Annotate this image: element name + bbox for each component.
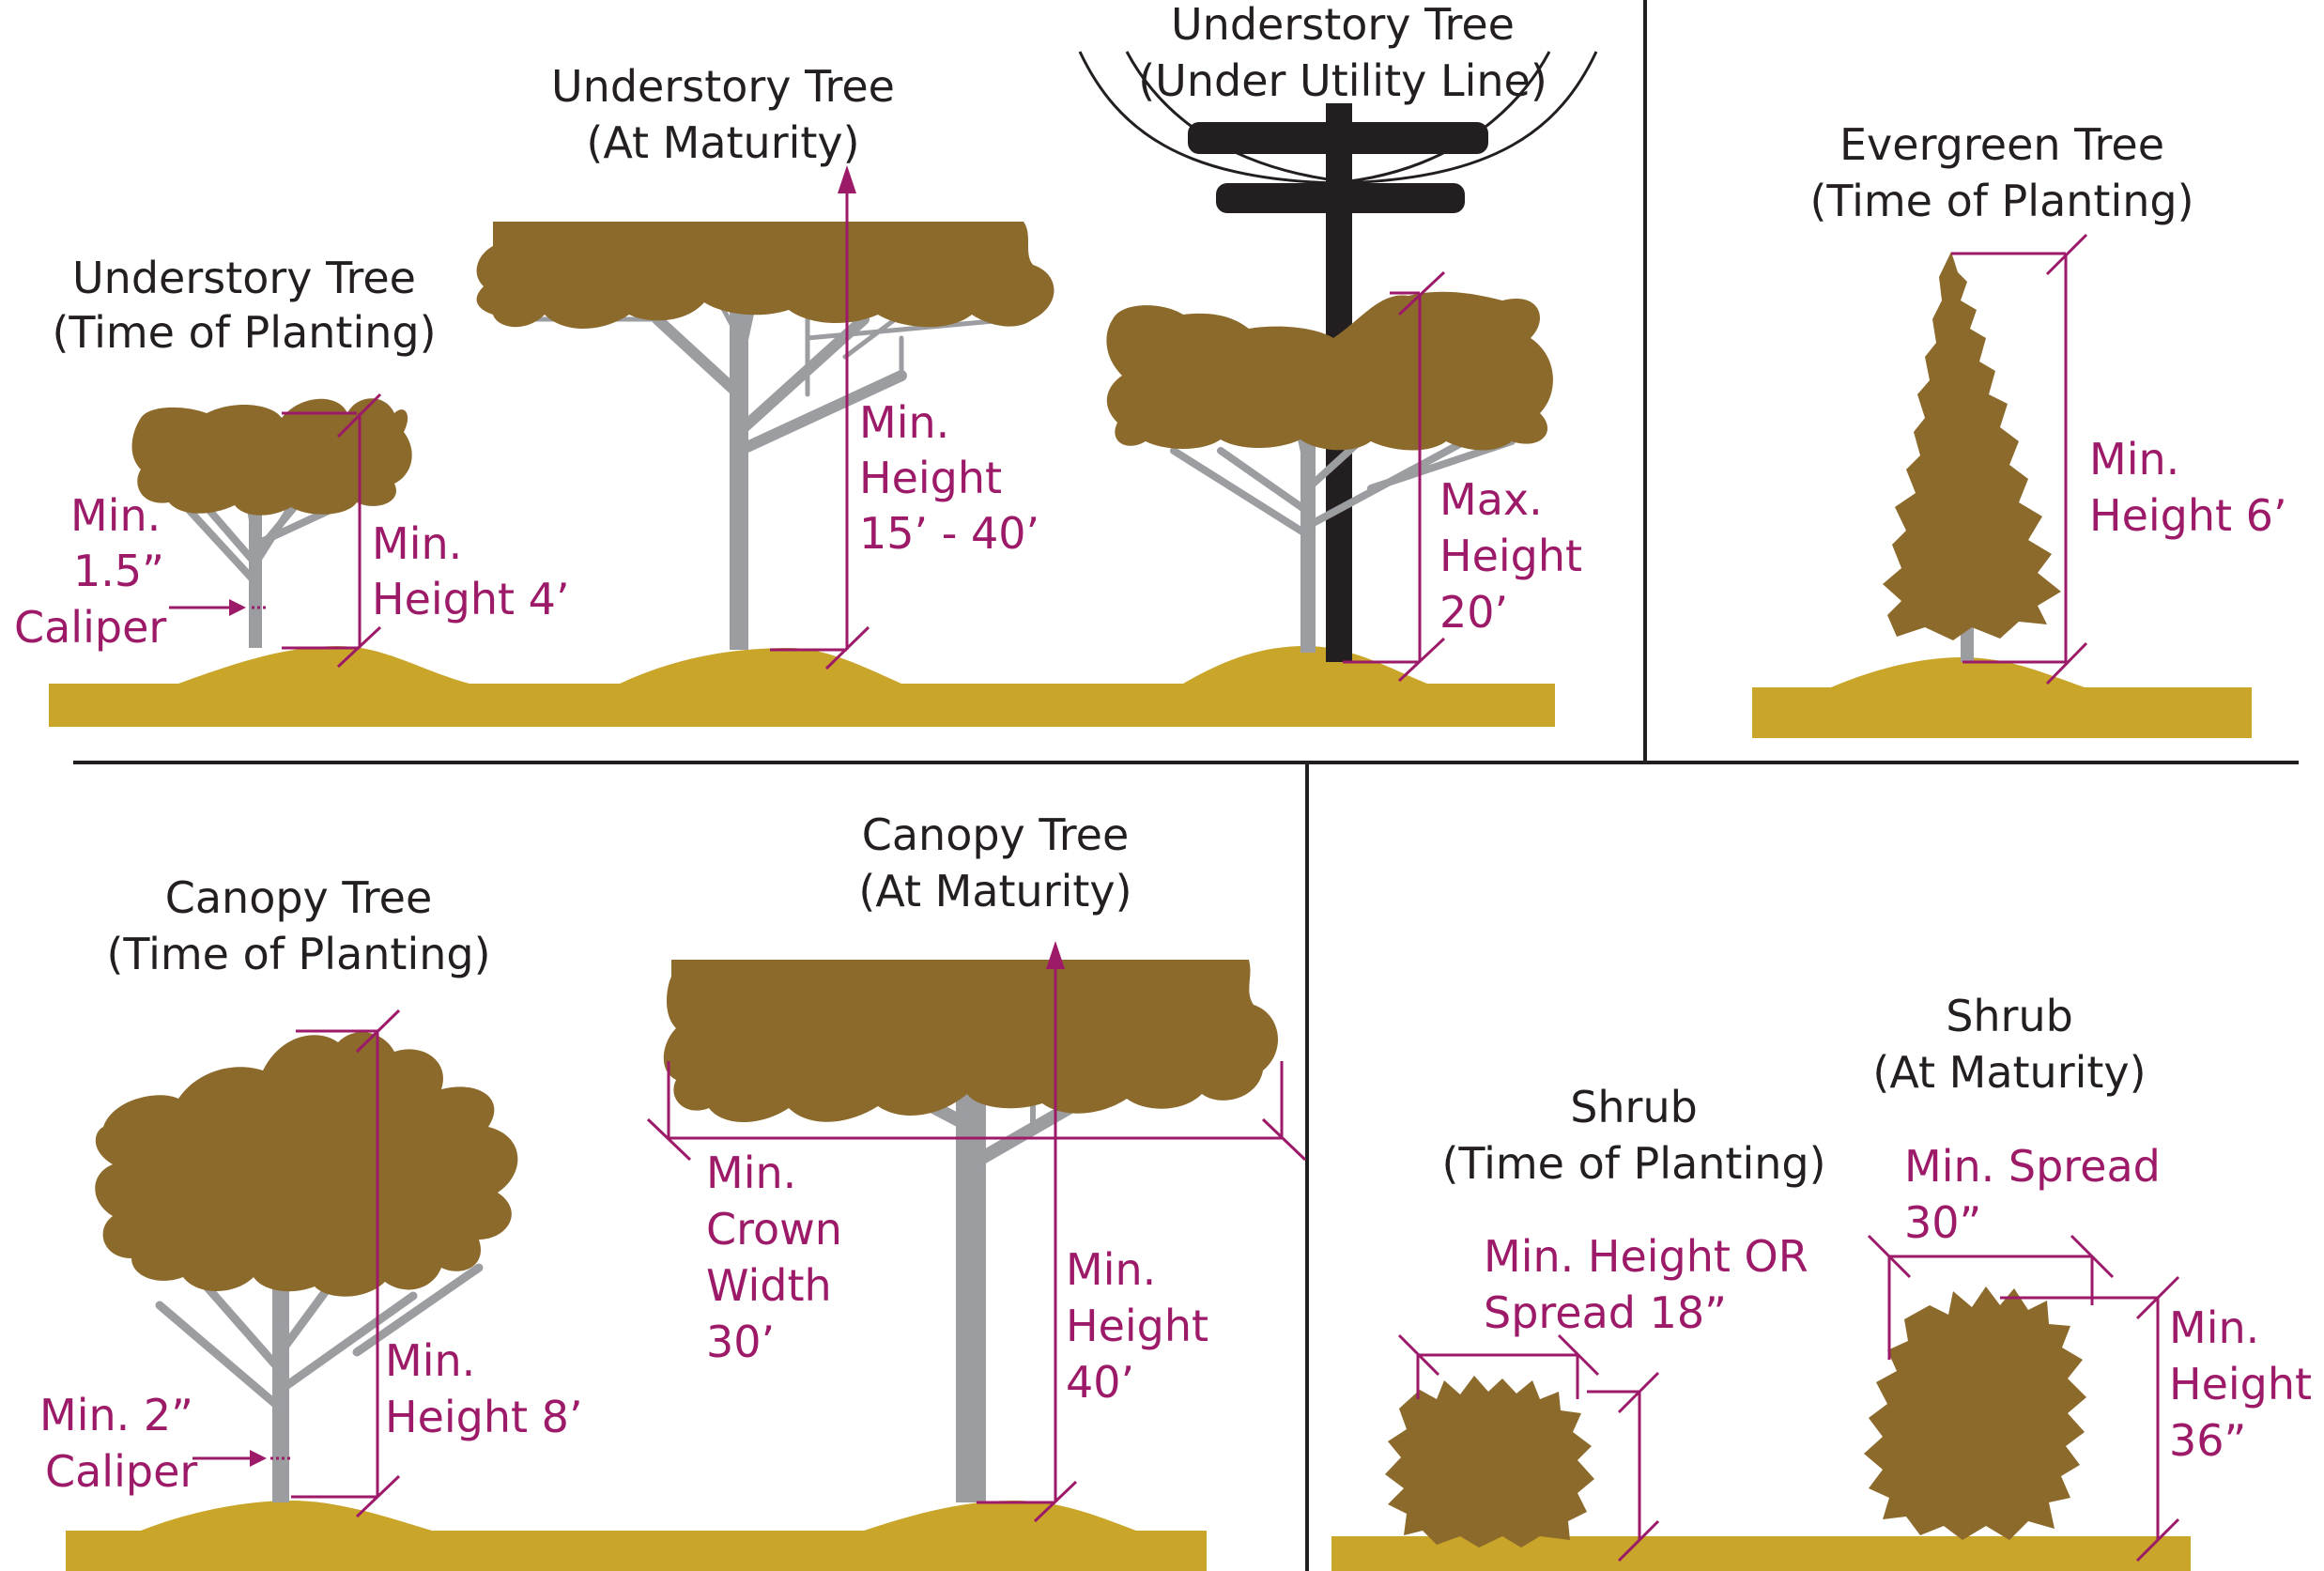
- canopy-planting-caliper-label-line1: Min. 2”: [39, 1390, 193, 1440]
- canopy-maturity-height-label-line2: Height: [1066, 1301, 1208, 1351]
- canopy-maturity-crown-label-line3: Width: [706, 1260, 832, 1311]
- canopy-planting-title-line2: (Time of Planting): [106, 929, 490, 979]
- canopy-maturity-crown-label-line4: 30’: [706, 1317, 775, 1367]
- understory-maturity-height-dimension: [770, 165, 870, 670]
- understory-maturity-title-line2: (At Maturity): [586, 117, 859, 168]
- understory-utility-height-dimension: [1343, 270, 1446, 683]
- canopy-maturity-crown-label-line1: Min.: [706, 1147, 796, 1198]
- shrub-maturity-height-label-line2: Height: [2169, 1359, 2312, 1409]
- canopy-planting-title-line1: Canopy Tree: [165, 872, 433, 923]
- shrub-planting-dim-label-line2: Spread 18”: [1484, 1287, 1727, 1338]
- evergreen-planting-tree: [1883, 252, 2061, 662]
- understory-planting-caliper-label-line2: 1.5”: [73, 546, 164, 596]
- shrub-maturity-shrub: [1864, 1286, 2086, 1540]
- shrub-maturity-spread-label-line2: 30”: [1904, 1197, 1981, 1248]
- canopy-maturity-height-dimension: [977, 941, 1078, 1523]
- understory-planting-tree: [131, 398, 412, 648]
- evergreen-planting-height-label-line1: Min.: [2089, 434, 2179, 485]
- understory-planting-height-label-line2: Height 4’: [372, 574, 570, 624]
- understory-planting-caliper-label-line1: Min.: [70, 490, 161, 541]
- understory-planting-title-line1: Understory Tree: [72, 253, 416, 303]
- shrub-planting-title-line2: (Time of Planting): [1441, 1138, 1825, 1189]
- shrub-maturity-height-dimension: [2000, 1275, 2180, 1563]
- understory-utility-height-label-line1: Max.: [1439, 474, 1543, 525]
- canopy-maturity-height-label-line3: 40’: [1066, 1357, 1134, 1408]
- evergreen-planting-height-dimension: [1951, 233, 2088, 685]
- understory-utility-title-line1: Understory Tree: [1171, 0, 1515, 50]
- shrub-maturity-height-label-line3: 36”: [2169, 1415, 2246, 1466]
- understory-planting-height-label-line1: Min.: [372, 518, 462, 569]
- understory-planting-caliper-arrow: [169, 599, 268, 616]
- understory-maturity-height-label-line2: Height: [859, 453, 1002, 503]
- understory-maturity-height-label-line1: Min.: [859, 397, 949, 448]
- shrub-planting-dim-label-line1: Min. Height OR: [1484, 1231, 1808, 1282]
- ground-bottom-left: [66, 1501, 1207, 1571]
- understory-maturity-title-line1: Understory Tree: [551, 61, 895, 112]
- canopy-maturity-crown-label-line2: Crown: [706, 1204, 842, 1255]
- evergreen-planting-height-label-line2: Height 6’: [2089, 490, 2287, 541]
- understory-maturity-tree: [476, 222, 1054, 650]
- shrub-planting-dimension: [1397, 1333, 1660, 1563]
- canopy-planting-caliper-label-line2: Caliper: [45, 1446, 197, 1497]
- canopy-maturity-height-label-line1: Min.: [1066, 1244, 1156, 1295]
- canopy-maturity-crown-width-dimension: [646, 1061, 1307, 1162]
- understory-planting-caliper-label-line3: Caliper: [14, 602, 166, 653]
- shrub-planting-title-line1: Shrub: [1570, 1082, 1698, 1132]
- shrub-maturity-spread-label-line1: Min. Spread: [1904, 1141, 2161, 1192]
- ground-top-left: [49, 646, 1555, 727]
- understory-maturity-height-label-line3: 15’ - 40’: [859, 508, 1039, 559]
- understory-utility-tree: [1106, 291, 1553, 653]
- understory-planting-title-line2: (Time of Planting): [52, 307, 436, 358]
- canopy-planting-height-label-line2: Height 8’: [385, 1392, 583, 1442]
- understory-utility-height-label-line3: 20’: [1439, 587, 1508, 638]
- canopy-planting-height-dimension: [291, 1009, 401, 1518]
- ground-bottom-right: [1331, 1536, 2191, 1571]
- understory-utility-title-line2: (Under Utility Line): [1138, 55, 1547, 106]
- shrub-maturity-title-line1: Shrub: [1946, 991, 2073, 1041]
- understory-planting-height-dimension: [282, 393, 382, 669]
- understory-utility-height-label-line2: Height: [1439, 531, 1582, 581]
- shrub-planting-shrub: [1385, 1376, 1594, 1548]
- evergreen-planting-title-line1: Evergreen Tree: [1839, 119, 2164, 170]
- canopy-maturity-title-line2: (At Maturity): [858, 866, 1131, 916]
- canopy-maturity-title-line1: Canopy Tree: [862, 809, 1130, 860]
- canopy-planting-height-label-line1: Min.: [385, 1335, 475, 1386]
- shrub-maturity-title-line2: (At Maturity): [1872, 1047, 2146, 1098]
- shrub-maturity-height-label-line1: Min.: [2169, 1302, 2259, 1353]
- canopy-maturity-tree: [663, 960, 1279, 1502]
- canopy-planting-caliper-arrow: [192, 1450, 291, 1467]
- canopy-planting-tree: [95, 1032, 518, 1502]
- ground-top-right: [1752, 657, 2252, 738]
- evergreen-planting-title-line2: (Time of Planting): [1809, 176, 2193, 226]
